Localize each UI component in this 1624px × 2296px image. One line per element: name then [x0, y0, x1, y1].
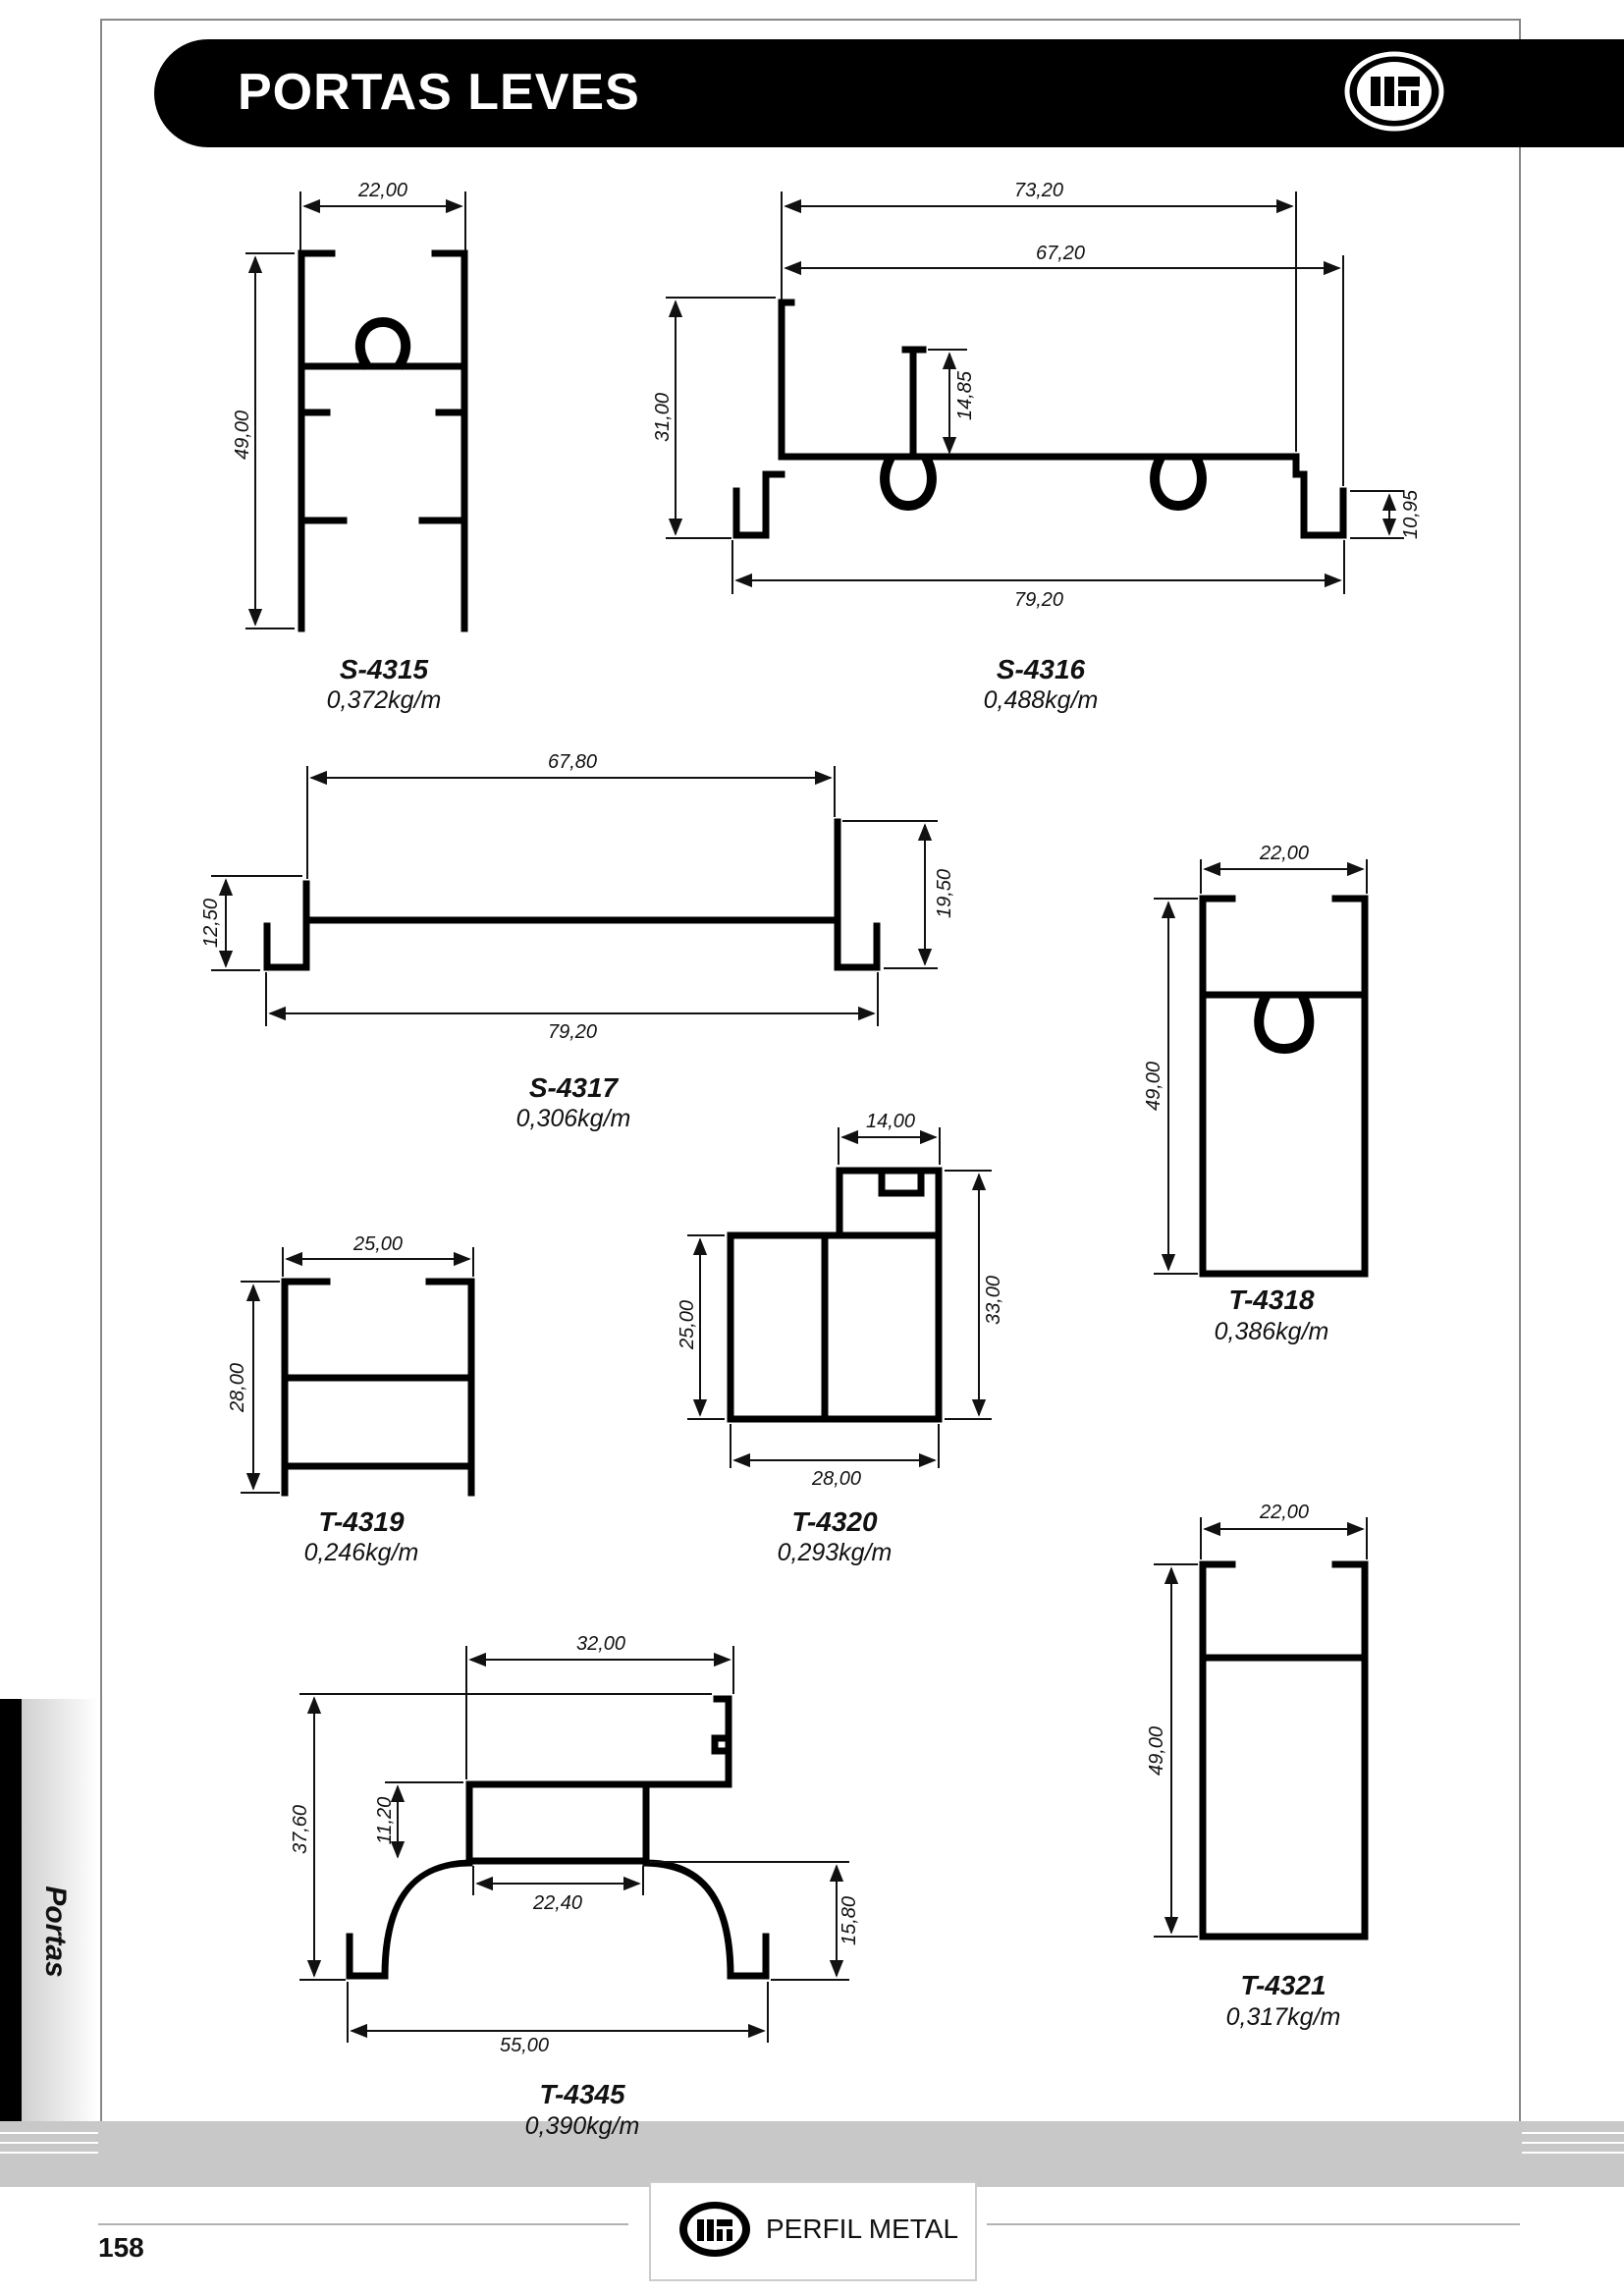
footer-brand: PERFIL METAL: [766, 2214, 959, 2244]
side-tab-label: Portas: [39, 1886, 72, 1978]
page-title: PORTAS LEVES: [238, 64, 640, 121]
dimension-label: 55,00: [499, 2035, 550, 2056]
dimension-label: 12,50: [200, 898, 222, 949]
profile-t-4318: [1199, 895, 1369, 1278]
profile-code: T-4345: [539, 2079, 625, 2109]
dimension-label: 73,20: [1013, 180, 1064, 201]
dimension-label: 79,20: [1013, 589, 1064, 611]
page-number: 158: [98, 2232, 144, 2263]
dimension-label: 22,00: [357, 180, 408, 201]
logo-icon: [1344, 51, 1444, 132]
dimension-label: 67,20: [1035, 243, 1086, 264]
profile-code: S-4315: [339, 654, 429, 684]
dimension-label: 67,80: [547, 751, 598, 773]
dimension-label: 28,00: [227, 1362, 248, 1413]
dimension-label: 32,00: [575, 1633, 626, 1655]
dimension-label: 22,00: [1259, 1502, 1310, 1523]
profile-code: T-4319: [318, 1506, 405, 1537]
profile-weight: 0,293kg/m: [777, 1539, 893, 1566]
dimension-label: 37,60: [290, 1804, 311, 1855]
profile-s-4317: [263, 818, 881, 971]
profile-t-4320: [727, 1167, 943, 1423]
dimension-label: 49,00: [1146, 1725, 1167, 1777]
profile-code: T-4321: [1240, 1970, 1326, 2000]
profile-weight: 0,488kg/m: [983, 686, 1099, 714]
profile-t-4345: [346, 1695, 770, 1980]
dimension-label: 79,20: [547, 1021, 598, 1043]
profile-weight: 0,390kg/m: [524, 2112, 640, 2140]
header-bar: [154, 39, 1624, 147]
dimension-label: 25,00: [352, 1233, 404, 1255]
profile-weight: 0,386kg/m: [1214, 1318, 1329, 1345]
dimension-label: 14,00: [865, 1111, 916, 1132]
dimension-label: 49,00: [1143, 1061, 1164, 1112]
dimension-label: 49,00: [232, 410, 253, 461]
profile-code: T-4320: [791, 1506, 878, 1537]
dimension-label: 10,95: [1400, 489, 1422, 540]
footer-lines: [0, 2132, 1624, 2154]
dimension-label: 31,00: [652, 392, 674, 443]
profile-t-4321: [1199, 1560, 1369, 1941]
dimension-label: 33,00: [983, 1275, 1004, 1326]
dimension-label: 25,00: [677, 1299, 698, 1350]
dimension-label: 22,00: [1259, 843, 1310, 864]
side-tab-stripe: [0, 1699, 22, 2121]
footer-logo-icon: [679, 2202, 750, 2257]
profile-weight: 0,372kg/m: [326, 686, 442, 714]
profile-weight: 0,317kg/m: [1225, 2003, 1341, 2031]
dimension-label: 19,50: [934, 868, 955, 919]
profile-code: T-4318: [1228, 1285, 1315, 1315]
side-tab: [22, 1699, 98, 2121]
profile-code: S-4316: [996, 654, 1086, 684]
profile-weight: 0,246kg/m: [303, 1539, 419, 1566]
dimension-label: 22,40: [532, 1892, 583, 1914]
profile-s-4315: [298, 249, 468, 632]
profile-code: S-4317: [528, 1072, 619, 1103]
profile-t-4319: [281, 1278, 475, 1497]
dimension-label: 11,20: [374, 1796, 396, 1845]
page-frame: [100, 19, 1521, 2188]
dimension-label: 28,00: [811, 1468, 862, 1490]
profile-s-4316: [732, 299, 1347, 539]
dimension-label: 15,80: [839, 1895, 860, 1946]
dimension-label: 14,85: [954, 370, 976, 421]
profile-weight: 0,306kg/m: [515, 1105, 631, 1132]
